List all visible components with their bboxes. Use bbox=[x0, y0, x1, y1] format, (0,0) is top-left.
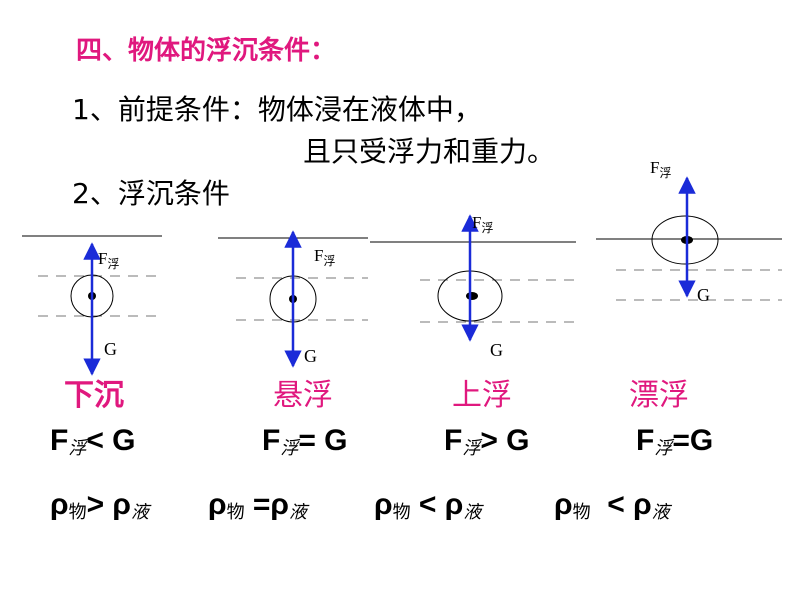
state-suspended: 悬浮 bbox=[273, 378, 333, 413]
center-dot bbox=[466, 292, 478, 300]
state-rising: 上浮 bbox=[452, 378, 512, 413]
buoyancy-label: F浮 bbox=[472, 213, 493, 235]
gravity-label: G bbox=[490, 340, 503, 360]
premise-label: 1、前提条件：物体浸在液体中， bbox=[72, 93, 482, 126]
force-relation-floating: F浮=G bbox=[636, 424, 714, 458]
premise-continuation: 且只受浮力和重力。 bbox=[303, 135, 556, 168]
panel-sinking: F浮 G bbox=[22, 235, 162, 376]
gravity-label: G bbox=[104, 339, 117, 359]
buoyancy-label: F浮 bbox=[98, 249, 119, 271]
density-relation-sinking: ρ物> ρ液 bbox=[50, 488, 149, 522]
panel-rising: F浮 G bbox=[370, 213, 576, 360]
density-relation-rising: ρ物 < ρ液 bbox=[374, 488, 482, 522]
force-relation-suspended: F浮= G bbox=[262, 424, 348, 458]
object-ball bbox=[651, 215, 719, 265]
panel-floating: F浮 G bbox=[596, 158, 782, 305]
density-relation-suspended: ρ物 =ρ液 bbox=[208, 488, 307, 522]
state-sinking: 下沉 bbox=[64, 378, 124, 413]
gravity-label: G bbox=[304, 346, 317, 366]
buoyancy-label: F浮 bbox=[314, 246, 335, 268]
buoyancy-label: F浮 bbox=[650, 158, 671, 180]
panel-suspended: F浮 G bbox=[218, 230, 368, 368]
state-floating: 漂浮 bbox=[629, 378, 689, 413]
density-relation-floating: ρ物 < ρ液 bbox=[554, 488, 670, 522]
force-relation-sinking: F浮< G bbox=[50, 424, 136, 458]
section-heading: 四、物体的浮沉条件： bbox=[76, 36, 337, 66]
condition-label: 2、浮沉条件 bbox=[72, 177, 230, 210]
force-relation-rising: F浮> G bbox=[444, 424, 530, 458]
gravity-label: G bbox=[697, 285, 710, 305]
